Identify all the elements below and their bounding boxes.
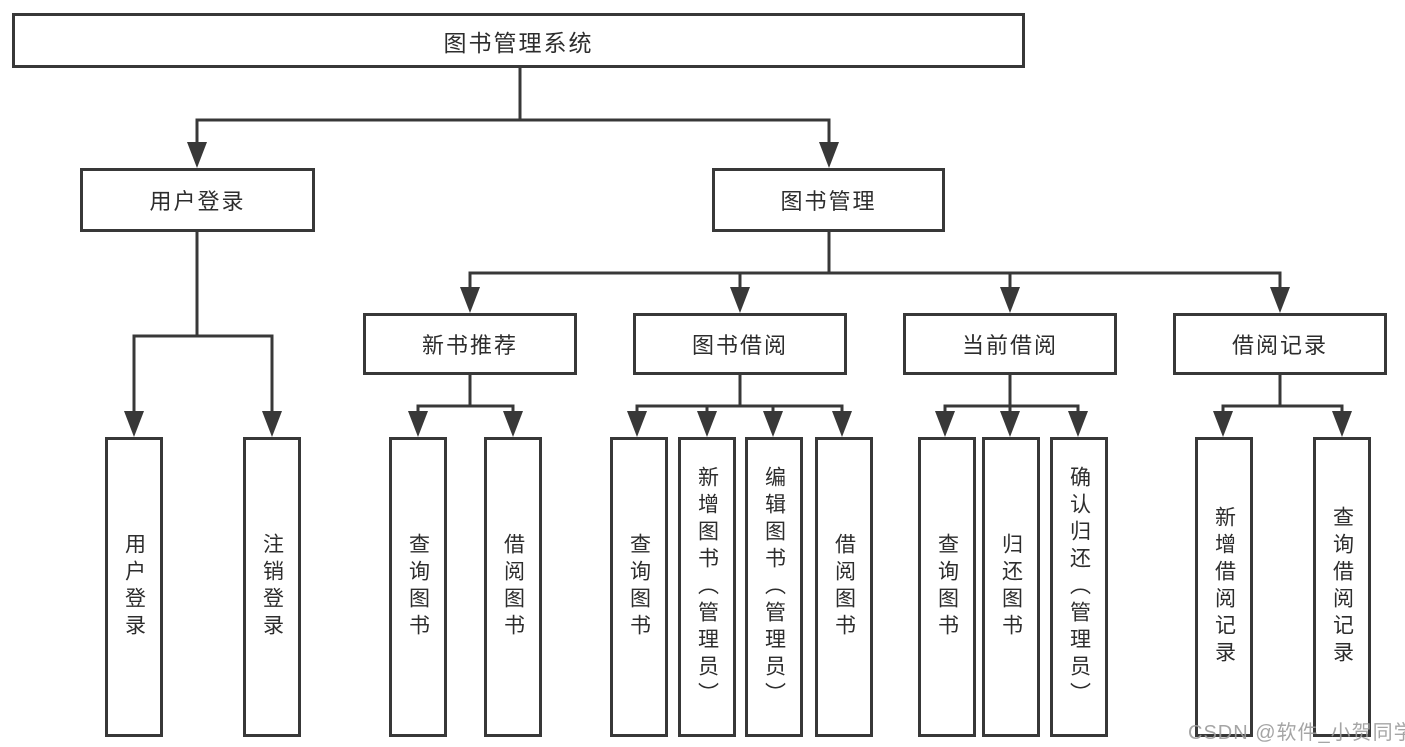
node-logout: 注销登录 [243, 437, 301, 737]
connector-borrow-records-children [1213, 375, 1352, 437]
node-label: 注销登录 [260, 533, 284, 641]
node-add-book-admin: 新增图书（管理员） [678, 437, 736, 737]
connector-book-management-children [460, 232, 1290, 313]
node-label: 新增借阅记录 [1212, 506, 1236, 668]
node-label: 图书管理系统 [443, 29, 594, 56]
node-add-borrow-record: 新增借阅记录 [1195, 437, 1253, 737]
node-label: 借阅图书 [501, 533, 525, 641]
node-label: 图书借阅 [691, 333, 788, 358]
node-current-query-books: 查询图书 [918, 437, 976, 737]
node-edit-book-admin: 编辑图书（管理员） [745, 437, 803, 737]
node-query-borrow-record: 查询借阅记录 [1313, 437, 1371, 737]
node-recommend-query-books: 查询图书 [389, 437, 447, 737]
csdn-watermark: CSDN @软件_小贺同学 [1188, 722, 1405, 744]
node-label: 归还图书 [999, 533, 1023, 641]
node-label: 用户登录 [122, 533, 146, 641]
node-borrow-query-books: 查询图书 [610, 437, 668, 737]
connector-new-book-recommend-children [408, 375, 523, 437]
node-user-login: 用户登录 [105, 437, 163, 737]
node-label: 当前借阅 [961, 333, 1058, 358]
node-confirm-return-admin: 确认归还（管理员） [1050, 437, 1108, 737]
node-new-book-recommend: 新书推荐 [363, 313, 577, 375]
node-return-book: 归还图书 [982, 437, 1040, 737]
node-label: 借阅图书 [832, 533, 856, 641]
node-recommend-borrow-books: 借阅图书 [484, 437, 542, 737]
node-label: 确认归还（管理员） [1067, 465, 1091, 709]
node-label: 查询图书 [627, 533, 651, 641]
connector-root-to-level2 [187, 68, 839, 168]
node-label: 新增图书（管理员） [695, 465, 719, 709]
connector-book-borrow-children [627, 375, 852, 437]
node-label: 借阅记录 [1231, 333, 1328, 358]
connector-user-login-children [124, 232, 282, 437]
node-label: 图书管理 [780, 189, 877, 214]
node-current-borrow: 当前借阅 [903, 313, 1117, 375]
node-label: 编辑图书（管理员） [762, 465, 786, 709]
node-label: 查询借阅记录 [1330, 506, 1354, 668]
node-label: 查询图书 [406, 533, 430, 641]
node-label: 用户登录 [149, 189, 246, 214]
node-label: 新书推荐 [421, 333, 518, 358]
node-book-borrow: 图书借阅 [633, 313, 847, 375]
connector-current-borrow-children [935, 375, 1088, 437]
node-user-login-module: 用户登录 [80, 168, 315, 232]
node-borrow-book: 借阅图书 [815, 437, 873, 737]
node-borrow-records: 借阅记录 [1173, 313, 1387, 375]
node-label: 查询图书 [935, 533, 959, 641]
node-library-management-system: 图书管理系统 [12, 13, 1025, 68]
node-book-management-module: 图书管理 [712, 168, 945, 232]
